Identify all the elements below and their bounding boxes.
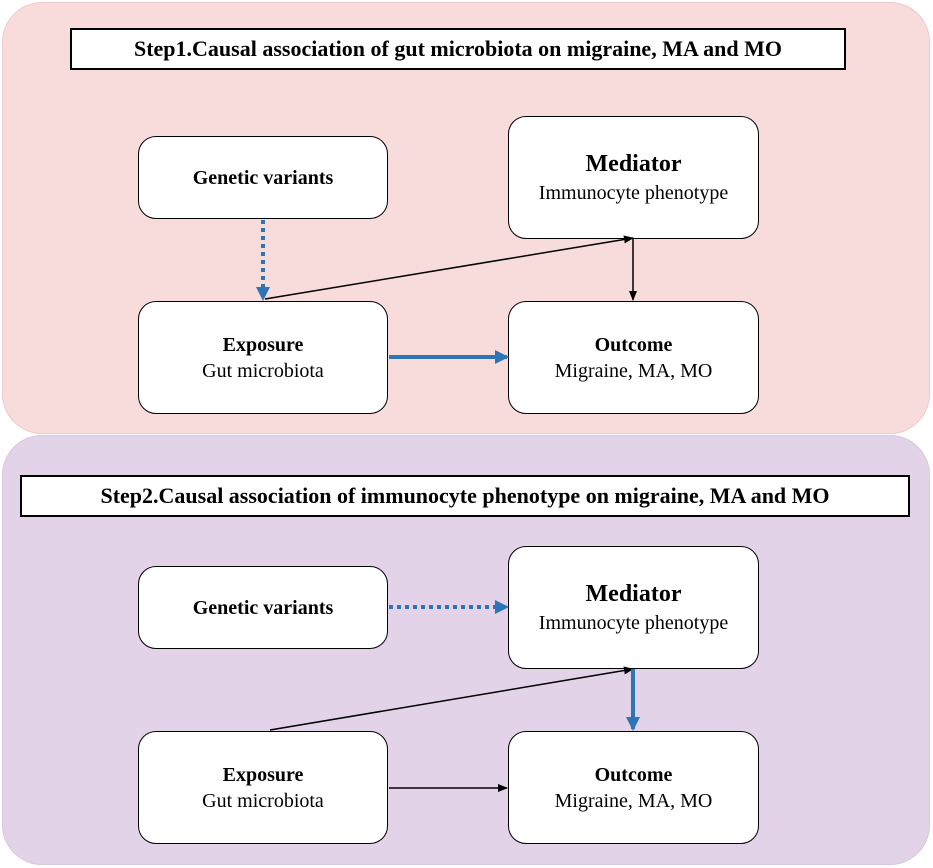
- step2-mediator-label: Mediator: [585, 580, 682, 607]
- step2-title: Step2.Causal association of immunocyte p…: [20, 475, 910, 517]
- step1-outcome-box: Outcome Migraine, MA, MO: [508, 301, 759, 414]
- step2-exposure-sub: Gut microbiota: [202, 789, 324, 812]
- step2-mediator-sub: Immunocyte phenotype: [538, 612, 729, 635]
- step1-exposure-label: Exposure: [222, 333, 304, 356]
- step2-genetic-variants-box: Genetic variants: [138, 566, 388, 649]
- step2-exposure-box: Exposure Gut microbiota: [138, 731, 388, 844]
- step1-title: Step1.Causal association of gut microbio…: [70, 28, 846, 70]
- step1-exposure-box: Exposure Gut microbiota: [138, 301, 388, 414]
- step2-outcome-box: Outcome Migraine, MA, MO: [508, 731, 759, 844]
- step1-mediator-box: Mediator Immunocyte phenotype: [508, 116, 759, 239]
- step2-exposure-to-mediator-arrow: [269, 666, 634, 731]
- step1-mediator-label: Mediator: [585, 150, 682, 177]
- step1-genetic-variants-label: Genetic variants: [192, 166, 334, 189]
- step1-mediator-sub: Immunocyte phenotype: [538, 182, 729, 205]
- step2-mediator-box: Mediator Immunocyte phenotype: [508, 546, 759, 669]
- step2-outcome-label: Outcome: [594, 763, 673, 786]
- step1-outcome-label: Outcome: [594, 333, 673, 356]
- step1-genetic-variants-box: Genetic variants: [138, 136, 388, 219]
- step2-genetic-variants-label: Genetic variants: [192, 596, 334, 619]
- step2-outcome-sub: Migraine, MA, MO: [554, 789, 713, 812]
- step1-exposure-to-mediator-arrow: [264, 235, 634, 300]
- step1-exposure-sub: Gut microbiota: [202, 359, 324, 382]
- step1-outcome-sub: Migraine, MA, MO: [554, 359, 713, 382]
- step2-exposure-label: Exposure: [222, 763, 304, 786]
